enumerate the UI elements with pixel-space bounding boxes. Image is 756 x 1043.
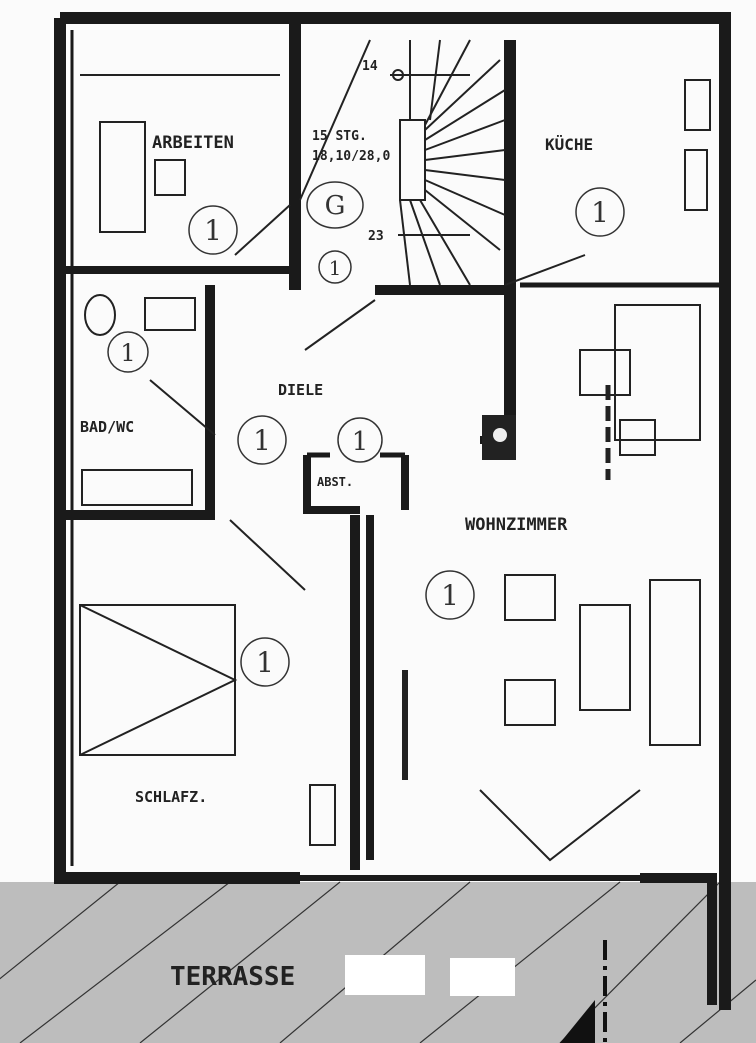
room-label-abst: ABST. <box>317 475 353 489</box>
stairs-step-bottom: 23 <box>368 229 384 244</box>
stairs-dimension: 18,10/28,0 <box>312 149 390 164</box>
markers <box>107 181 625 687</box>
furniture <box>79 74 711 862</box>
stairs-step-top: 14 <box>362 59 378 74</box>
marker-one: 1 <box>591 196 609 229</box>
redaction-box <box>450 958 515 996</box>
marker-one: 1 <box>329 256 342 280</box>
marker-one: 1 <box>352 427 369 457</box>
chimney-flue <box>493 428 507 442</box>
stairs-marker: G <box>325 191 346 221</box>
room-label-bad: BAD/WC <box>80 418 134 436</box>
marker-one: 1 <box>253 424 271 457</box>
room-label-terrasse: TERRASSE <box>170 962 295 992</box>
room-label-kueche: KÜCHE <box>545 135 593 154</box>
room-label-diele: DIELE <box>278 381 323 399</box>
room-label-arbeiten: ARBEITEN <box>152 133 234 153</box>
room-label-schlafz: SCHLAFZ. <box>135 788 207 806</box>
stairs-count: 15 STG. <box>312 129 367 144</box>
walls <box>54 12 731 1010</box>
marker-one: 1 <box>120 339 135 367</box>
redaction-box <box>345 955 425 995</box>
room-label-wohnzimmer: WOHNZIMMER <box>465 515 568 535</box>
section-arrow-icon <box>560 1000 595 1043</box>
staircase <box>299 39 506 286</box>
marker-one: 1 <box>256 646 274 679</box>
marker-one: 1 <box>204 214 222 247</box>
marker-one: 1 <box>441 579 459 612</box>
